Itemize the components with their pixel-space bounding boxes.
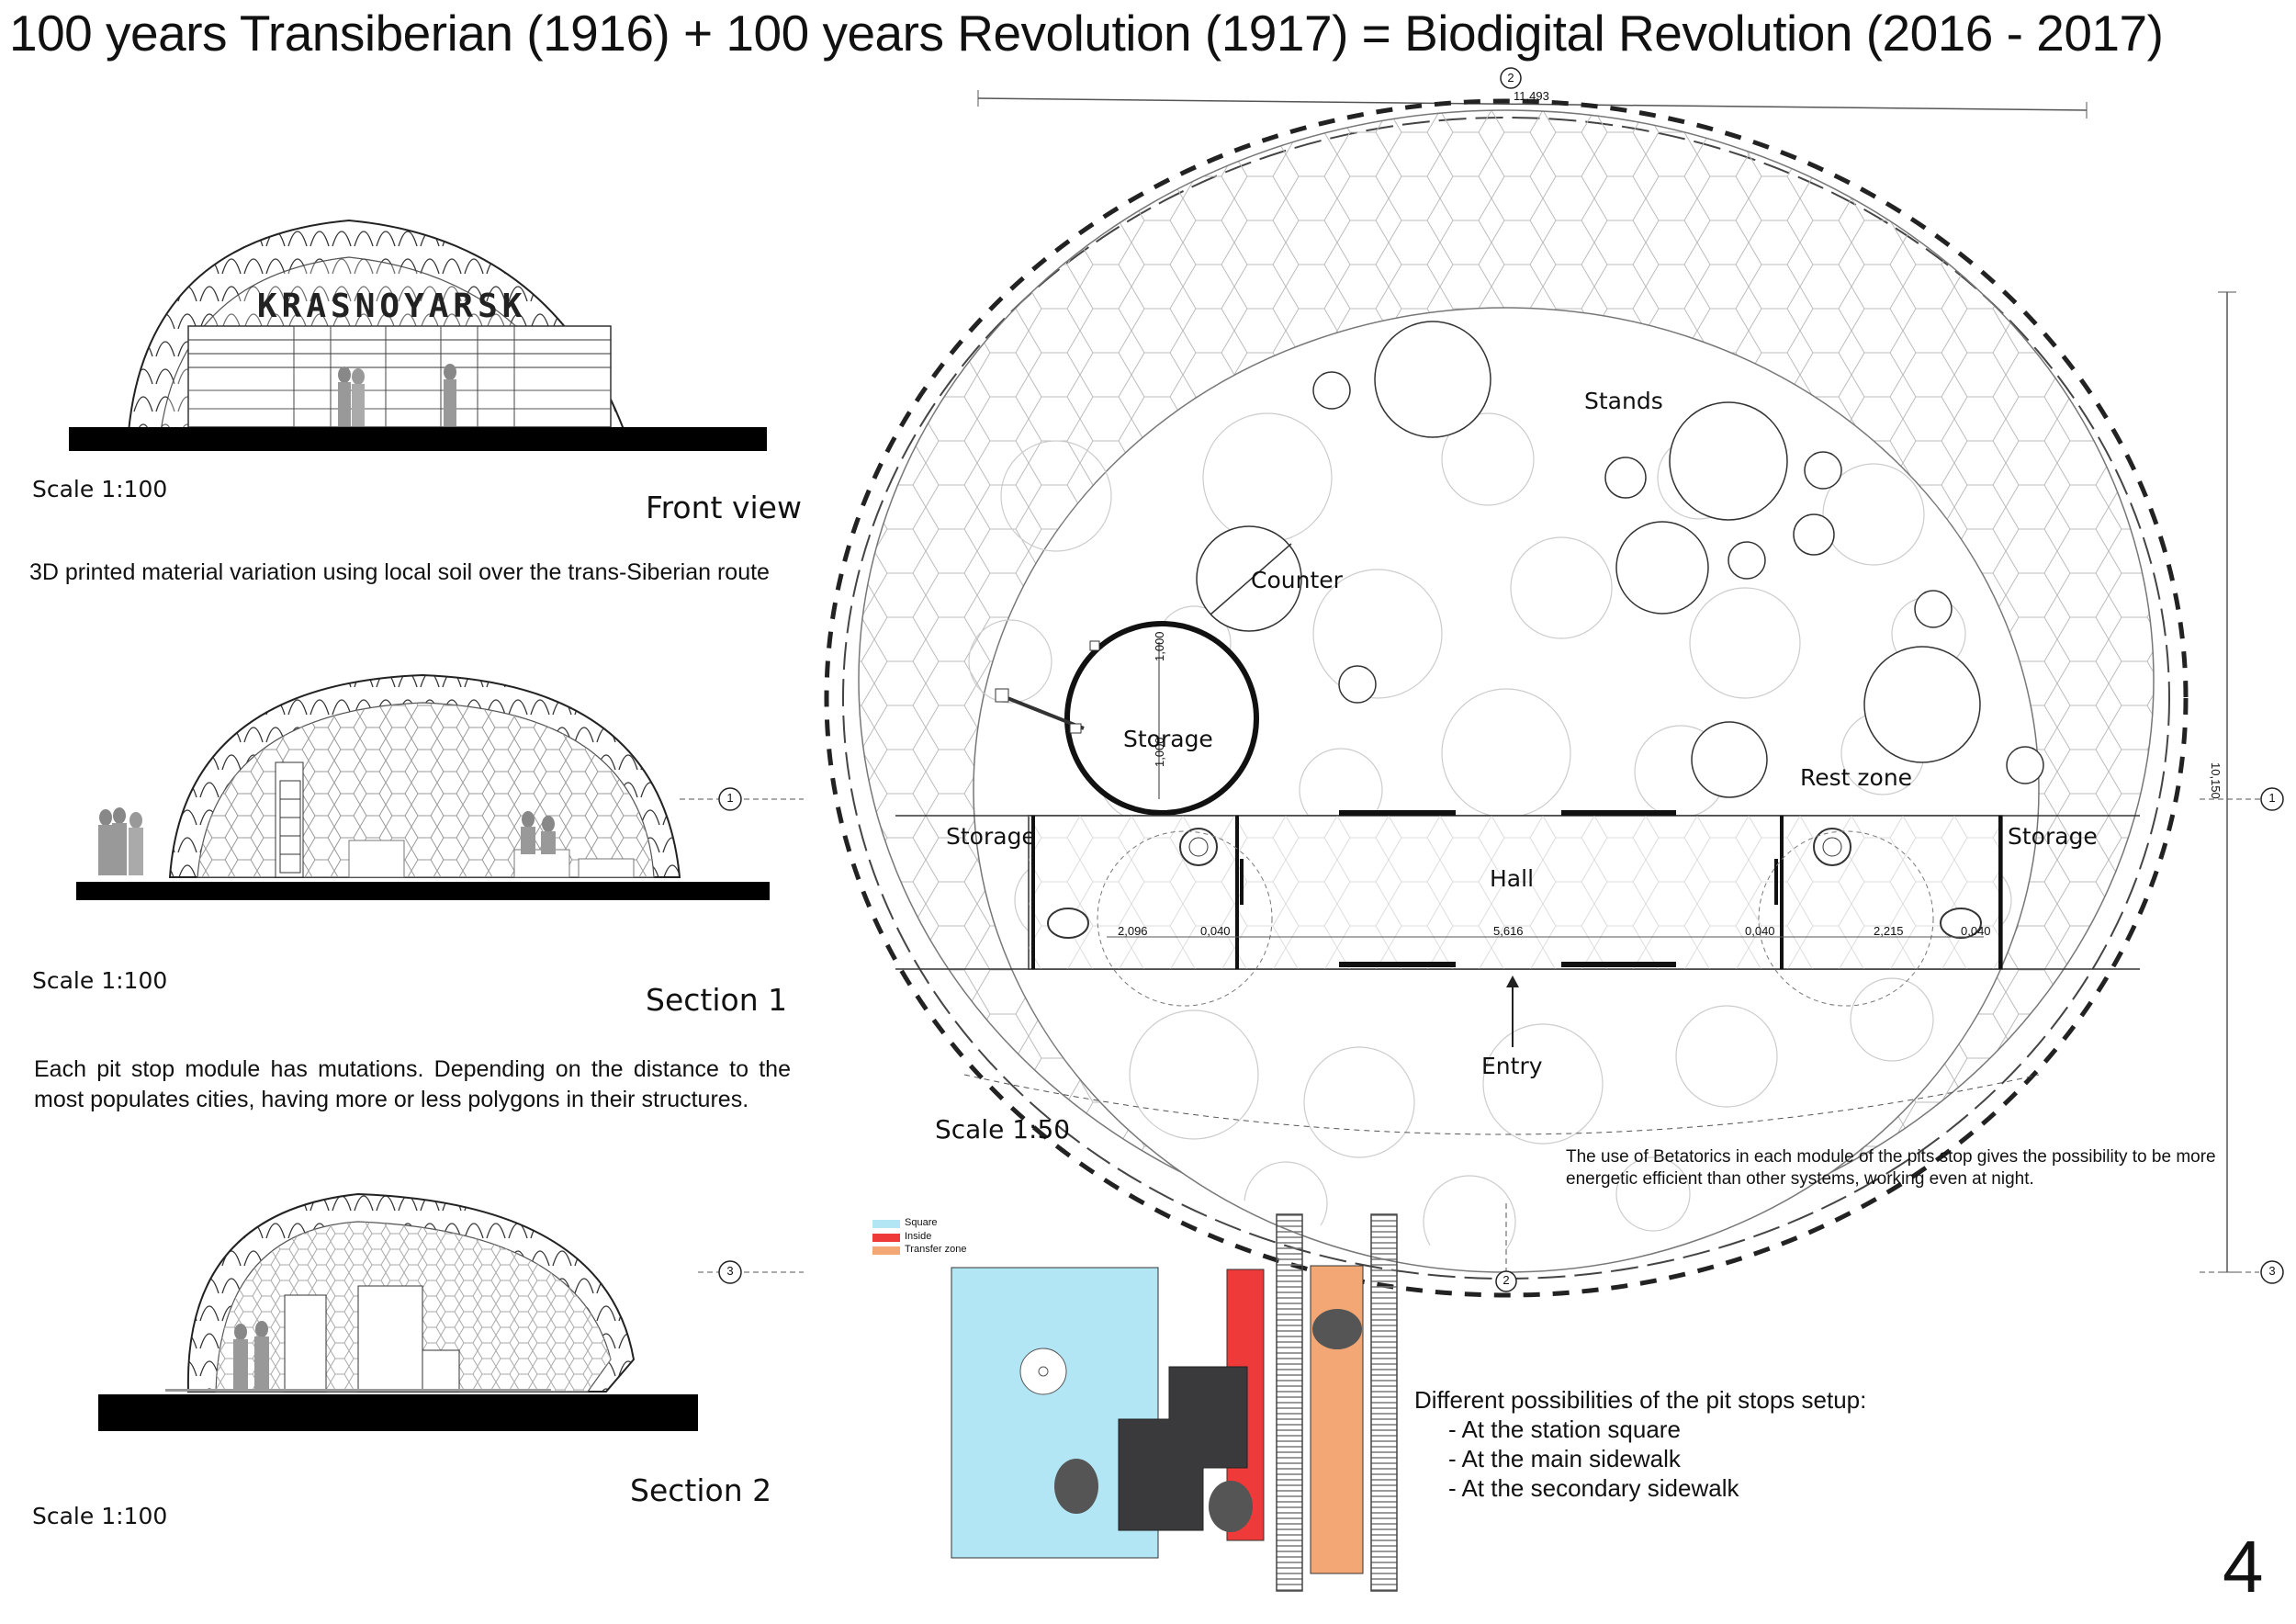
dimension-d5: 2,215 xyxy=(1874,924,1904,938)
section-mark-1-left: 1 xyxy=(726,791,734,805)
page-title: 100 years Transiberian (1916) + 100 year… xyxy=(9,5,2164,62)
section-mark-1-right: 1 xyxy=(2268,791,2276,805)
dimension-d6: 0,040 xyxy=(1961,924,1991,938)
setup-item-main-sidewalk: - At the main sidewalk xyxy=(1448,1445,1681,1472)
setup-item-secondary-sidewalk: - At the secondary sidewalk xyxy=(1448,1474,1739,1502)
front-view-scale: Scale 1:100 xyxy=(32,476,168,502)
dimension-d2: 0,040 xyxy=(1200,924,1231,938)
section-1-scale: Scale 1:100 xyxy=(32,967,168,994)
plan-scale: Scale 1:50 xyxy=(935,1114,1071,1145)
legend-transfer-zone: Transfer zone xyxy=(905,1244,967,1255)
label-stands: Stands xyxy=(1584,388,1663,414)
label-entry: Entry xyxy=(1481,1053,1543,1079)
label-storage-left: Storage xyxy=(946,823,1036,850)
mutation-note: Each pit stop module has mutations. Depe… xyxy=(34,1056,791,1112)
krasnoyarsk-sign: KRASNOYARSK xyxy=(257,288,526,325)
legend-square: Square xyxy=(905,1217,938,1228)
section-1-drawing xyxy=(76,673,804,900)
section-2-label: Section 2 xyxy=(630,1472,772,1508)
dimension-d4: 0,040 xyxy=(1745,924,1775,938)
label-rest-zone: Rest zone xyxy=(1800,764,1913,791)
dimension-d1: 2,096 xyxy=(1118,924,1148,938)
section-2-scale: Scale 1:100 xyxy=(32,1503,168,1529)
betatorics-note: The use of Betatorics in each module of … xyxy=(1566,1147,2216,1189)
label-hall: Hall xyxy=(1490,865,1535,892)
dimension-top-width: 11,493 xyxy=(1514,89,1549,103)
section-1-label: Section 1 xyxy=(646,982,788,1018)
section-mark-3-left: 3 xyxy=(726,1264,734,1278)
material-note: 3D printed material variation using loca… xyxy=(29,559,770,585)
section-mark-3-right: 3 xyxy=(2268,1264,2276,1278)
front-view-drawing xyxy=(69,219,767,451)
section-mark-2-top: 2 xyxy=(1507,71,1514,85)
legend-inside: Inside xyxy=(905,1231,932,1242)
setup-item-station-square: - At the station square xyxy=(1448,1415,1681,1443)
front-view-label: Front view xyxy=(646,490,802,525)
dimension-d3: 5,616 xyxy=(1493,924,1524,938)
label-counter: Counter xyxy=(1251,567,1343,593)
section-2-drawing xyxy=(98,1192,804,1431)
label-storage-right: Storage xyxy=(2008,823,2098,850)
section-mark-2-bottom: 2 xyxy=(1503,1273,1510,1287)
setup-heading: Different possibilities of the pit stops… xyxy=(1414,1386,1867,1414)
page-number: 4 xyxy=(2223,1526,2264,1607)
label-storage-round: Storage xyxy=(1123,726,1213,752)
